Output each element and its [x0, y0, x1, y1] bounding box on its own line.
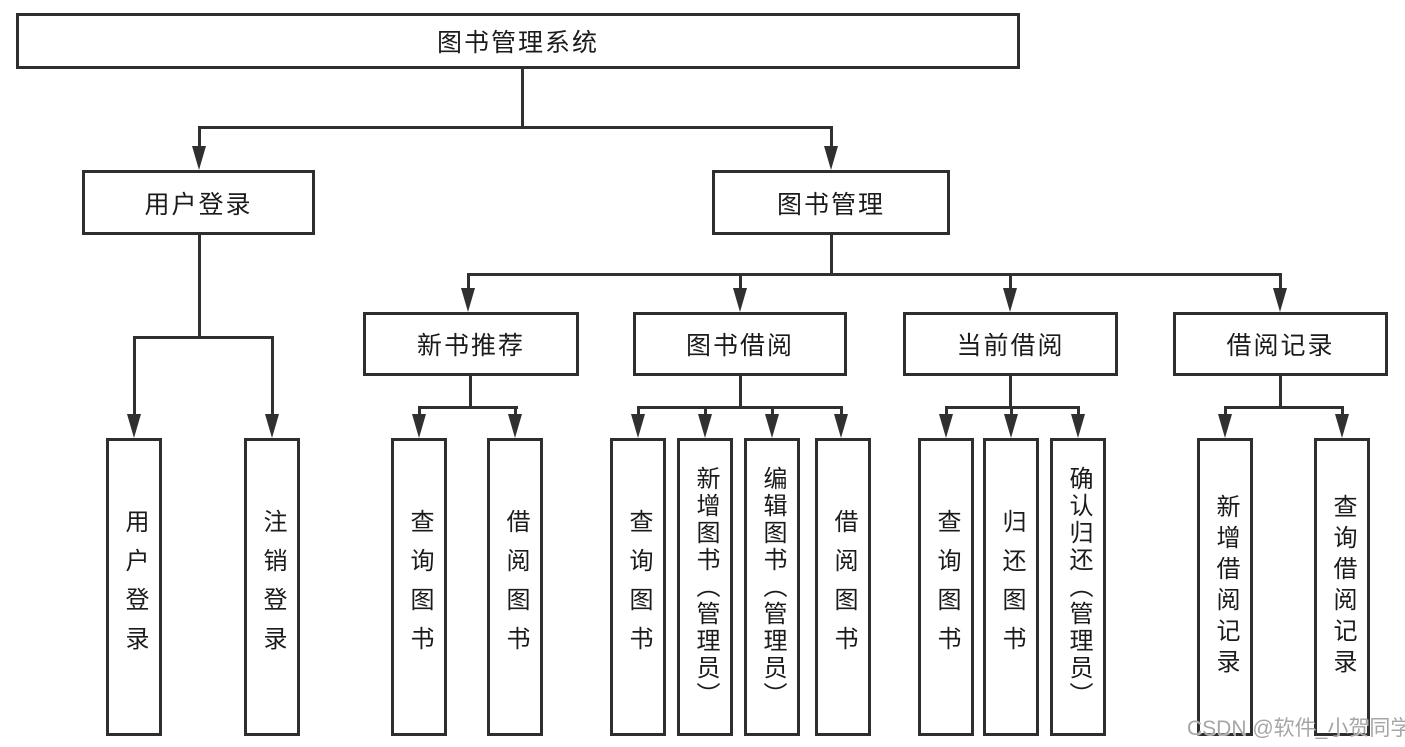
node-current-borrowing: 当前借阅	[903, 312, 1118, 376]
connector-arrow-stem	[1224, 406, 1227, 416]
connector-arrow-stem	[1009, 273, 1012, 290]
leaf-label: 查询图书	[625, 509, 652, 665]
watermark: CSDN @软件_小贺同学	[1187, 717, 1405, 740]
node-borrowing-records: 借阅记录	[1173, 312, 1388, 376]
connector-arrow-stem	[1077, 406, 1080, 416]
arrow-down-icon	[698, 414, 712, 438]
leaf-label: 查询借阅记录	[1329, 494, 1356, 680]
node-label: 用户登录	[144, 190, 253, 219]
node-label: 新书推荐	[416, 332, 525, 360]
connector-arrow-stem	[1010, 406, 1013, 416]
connector-branch	[1224, 406, 1344, 409]
leaf-add-borrow-record: 新增借阅记录	[1197, 438, 1253, 736]
connector-root-stem	[521, 69, 524, 126]
arrow-down-icon	[192, 146, 206, 170]
leaf-query-books-borrowing: 查询图书	[610, 438, 666, 736]
connector-arrow-stem	[467, 273, 470, 290]
connector-arrow-stem	[945, 406, 948, 416]
leaf-label: 借阅图书	[830, 509, 857, 665]
leaf-label: 归还图书	[998, 509, 1025, 665]
arrow-down-icon	[412, 414, 426, 438]
arrow-down-icon	[733, 288, 747, 312]
arrow-down-icon	[265, 414, 279, 438]
connector-arrow-stem	[418, 406, 421, 416]
leaf-query-books-current: 查询图书	[918, 438, 974, 736]
connector-arrow-stem	[739, 273, 742, 290]
leaf-confirm-return-admin: 确认归还（管理员）	[1050, 438, 1106, 736]
leaf-label: 新增图书（管理员）	[692, 465, 719, 709]
connector-arrow-stem	[1341, 406, 1344, 416]
node-label: 图书借阅	[685, 332, 794, 360]
leaf-label: 注销登录	[259, 509, 286, 665]
connector-book-management-stem	[830, 235, 833, 275]
node-book-management: 图书管理	[712, 170, 950, 235]
node-user-login: 用户登录	[82, 170, 315, 235]
node-label: 图书管理	[776, 190, 885, 219]
leaf-query-borrow-record: 查询借阅记录	[1314, 438, 1370, 736]
arrow-down-icon	[1335, 414, 1349, 438]
leaf-user-login: 用户登录	[106, 438, 162, 736]
arrow-down-icon	[461, 288, 475, 312]
leaf-edit-book-admin: 编辑图书（管理员）	[744, 438, 800, 736]
connector-branch	[418, 406, 518, 409]
arrow-down-icon	[824, 146, 838, 170]
connector-arrow-stem	[637, 406, 640, 416]
connector-root-branch	[198, 126, 833, 129]
connector-user-login-stem	[198, 235, 201, 338]
arrow-down-icon	[1004, 414, 1018, 438]
connector-branch	[637, 406, 843, 409]
node-label: 借阅记录	[1226, 332, 1335, 360]
arrow-down-icon	[834, 414, 848, 438]
leaf-logout: 注销登录	[244, 438, 300, 736]
leaf-label: 编辑图书（管理员）	[759, 465, 786, 709]
leaf-label: 新增借阅记录	[1212, 494, 1239, 680]
leaf-borrow-books: 借阅图书	[815, 438, 871, 736]
arrow-down-icon	[631, 414, 645, 438]
connector-user-login-branch	[133, 336, 274, 339]
node-label: 当前借阅	[956, 332, 1065, 360]
leaf-query-books-recommend: 查询图书	[391, 438, 447, 736]
arrow-down-icon	[1218, 414, 1232, 438]
connector-arrow-stem	[133, 336, 136, 416]
connector-arrow-stem	[704, 406, 707, 416]
leaf-label: 查询图书	[406, 509, 433, 665]
connector-arrow-stem	[771, 406, 774, 416]
connector-book-management-branch	[467, 273, 1281, 276]
node-label: 图书管理系统	[436, 29, 599, 57]
leaf-label: 借阅图书	[502, 509, 529, 665]
leaf-borrow-books-recommend: 借阅图书	[487, 438, 543, 736]
connector-arrow-stem	[1279, 273, 1282, 290]
arrow-down-icon	[1071, 414, 1085, 438]
connector-stem	[1279, 376, 1282, 408]
connector-stem	[1009, 376, 1012, 408]
leaf-label: 查询图书	[933, 509, 960, 665]
leaf-label: 确认归还（管理员）	[1065, 465, 1092, 709]
arrow-down-icon	[1273, 288, 1287, 312]
connector-arrow-stem	[514, 406, 517, 416]
arrow-down-icon	[127, 414, 141, 438]
node-new-book-recommendation: 新书推荐	[363, 312, 579, 376]
arrow-down-icon	[765, 414, 779, 438]
connector-arrow-stem	[271, 336, 274, 416]
connector-arrow-stem	[198, 126, 201, 148]
arrow-down-icon	[1003, 288, 1017, 312]
leaf-return-book: 归还图书	[983, 438, 1039, 736]
node-book-borrowing: 图书借阅	[633, 312, 847, 376]
arrow-down-icon	[508, 414, 522, 438]
connector-arrow-stem	[830, 126, 833, 148]
leaf-add-book-admin: 新增图书（管理员）	[677, 438, 733, 736]
connector-stem	[739, 376, 742, 408]
connector-stem	[469, 376, 472, 408]
connector-arrow-stem	[840, 406, 843, 416]
arrow-down-icon	[939, 414, 953, 438]
node-library-management-system: 图书管理系统	[16, 13, 1020, 69]
leaf-label: 用户登录	[121, 509, 148, 665]
